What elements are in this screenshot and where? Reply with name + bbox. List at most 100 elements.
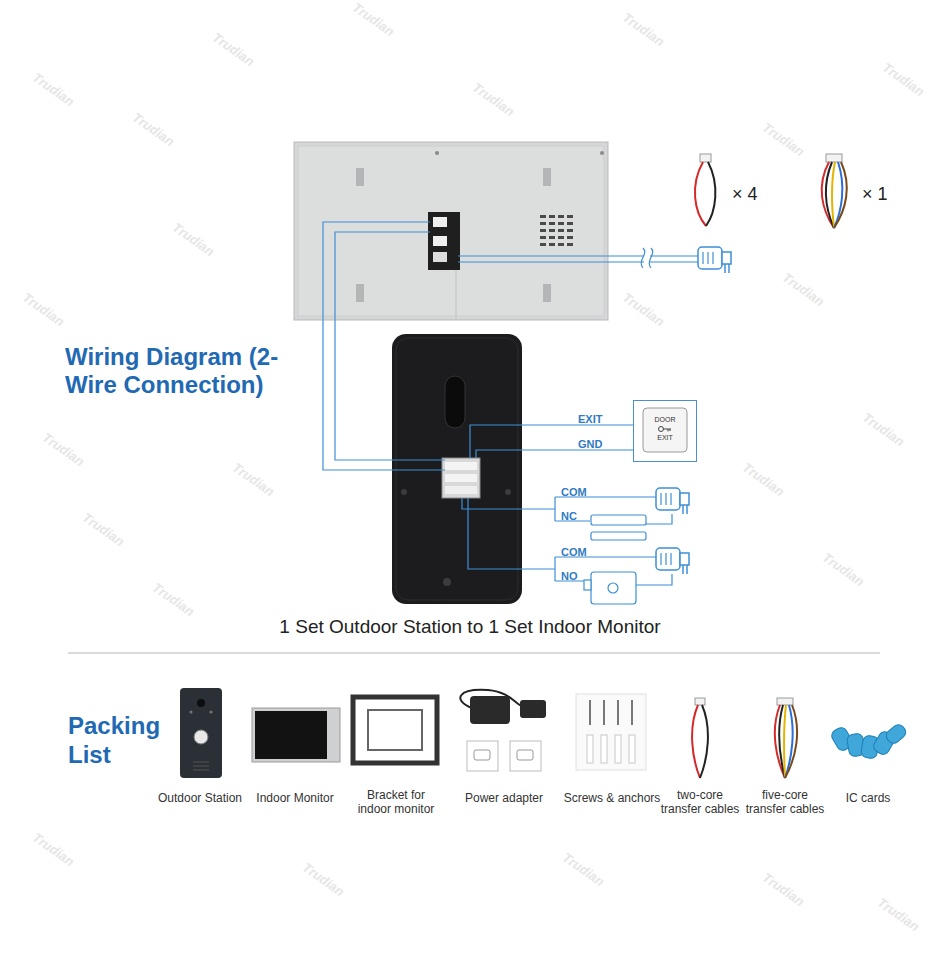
screws-picture — [589, 700, 591, 725]
screws-picture — [603, 700, 605, 725]
speaker-vent — [540, 215, 546, 218]
watermark-wrap: Trudian — [559, 848, 608, 890]
electric-lock — [591, 572, 636, 604]
watermark: Trudian — [860, 410, 906, 448]
bracket-picture — [353, 697, 437, 763]
signal-name: COM — [561, 486, 587, 499]
part-name: Indoor Monitor — [256, 791, 333, 805]
screws-picture — [615, 735, 621, 763]
watermark: Trudian — [170, 220, 216, 258]
indoor-monitor-picture — [252, 708, 340, 762]
part-name-wrap: IC cards — [833, 788, 903, 806]
signal-name-wrap: GND — [578, 434, 602, 452]
outdoor-station-back — [445, 462, 477, 470]
indoor-monitor-back — [356, 168, 364, 186]
two-core-cable-picture — [692, 698, 708, 778]
divider-line — [68, 653, 880, 654]
screws-picture — [576, 694, 646, 770]
watermark-wrap: Trudian — [169, 218, 218, 260]
outdoor-station-back — [392, 334, 522, 604]
wiring — [458, 261, 644, 262]
part-name: five-core transfer cables — [743, 788, 827, 817]
ic-cards-picture — [884, 722, 908, 746]
wiring — [554, 497, 555, 521]
five-core-cable-picture — [779, 705, 785, 778]
section-heading: Packing List — [68, 712, 178, 770]
part-name: Bracket for indoor monitor — [354, 788, 438, 817]
caption-wrap: 1 Set Outdoor Station to 1 Set Indoor Mo… — [150, 616, 790, 639]
outdoor-station-back — [401, 489, 407, 495]
illustration — [656, 548, 689, 574]
power-adapter-picture — [517, 750, 533, 760]
part-name: Power adapter — [465, 791, 543, 805]
bracket-picture — [358, 728, 362, 732]
speaker-vent — [567, 222, 573, 225]
part-name-wrap: Screws & anchors — [560, 788, 664, 806]
five-core-cable-picture — [784, 705, 786, 778]
watermark-wrap: Trudian — [759, 118, 808, 160]
signal-name: NC — [561, 510, 577, 523]
speaker-vent — [549, 229, 555, 232]
watermark: Trudian — [780, 270, 826, 308]
outdoor-station-picture — [180, 688, 222, 778]
signal-name: GND — [578, 438, 602, 451]
part-name-wrap: Outdoor Station — [150, 788, 250, 806]
indoor-monitor-back — [294, 142, 608, 320]
wiring — [323, 222, 700, 585]
wiring — [335, 232, 445, 460]
speaker-vent — [549, 215, 555, 218]
bracket-picture — [368, 710, 422, 750]
part-name-wrap: five-core transfer cables — [743, 788, 827, 817]
power-adapter-picture — [470, 696, 510, 724]
five-core-cable-picture — [785, 705, 793, 778]
watermark: Trudian — [80, 510, 126, 548]
signal-name-wrap: COM — [561, 482, 587, 500]
watermark-wrap: Trudian — [619, 8, 668, 50]
five-core-cable-picture — [775, 705, 785, 778]
watermark: Trudian — [470, 80, 516, 118]
watermark: Trudian — [620, 10, 666, 48]
wiring — [649, 248, 652, 268]
watermark-wrap: Trudian — [469, 78, 518, 120]
watermark: Trudian — [620, 290, 666, 328]
section-heading-wrap: Packing List — [68, 712, 178, 770]
key-symbol — [655, 424, 675, 434]
outdoor-station-picture — [180, 688, 222, 778]
indoor-monitor-back — [433, 217, 447, 227]
speaker-vent — [567, 243, 573, 246]
wiring — [470, 425, 633, 458]
wiring — [641, 248, 644, 268]
button-plate — [634, 401, 696, 461]
quantity-label-wrap: × 4 — [732, 185, 758, 205]
key-symbol — [659, 426, 664, 431]
signal-name-wrap: NO — [561, 566, 578, 584]
power-adapter-picture — [460, 690, 546, 771]
speaker-vent — [567, 215, 573, 218]
outdoor-station-back — [505, 489, 511, 495]
indoor-monitor-back — [543, 284, 551, 302]
speaker-vent — [540, 236, 546, 239]
indoor-monitor-back — [543, 168, 551, 186]
indoor-monitor-back — [433, 252, 447, 262]
watermark-wrap: Trudian — [859, 408, 908, 450]
quantity-label-wrap: × 1 — [862, 185, 888, 205]
speaker-vent — [549, 222, 555, 225]
watermark: Trudian — [150, 580, 196, 618]
bracket-picture — [353, 697, 437, 763]
watermark-wrap: Trudian — [619, 288, 668, 330]
screws-picture — [617, 700, 619, 725]
speaker-vent — [567, 229, 573, 232]
outdoor-station-back — [445, 474, 477, 482]
wiring — [476, 450, 633, 458]
watermark-wrap: Trudian — [29, 828, 78, 870]
watermark-wrap: Trudian — [29, 68, 78, 110]
outdoor-station-picture — [194, 730, 208, 744]
screws-picture — [631, 700, 633, 725]
watermark: Trudian — [560, 850, 606, 888]
watermark: Trudian — [30, 70, 76, 108]
part-name: IC cards — [846, 791, 891, 805]
watermark: Trudian — [20, 290, 66, 328]
ic-cards-picture — [830, 722, 909, 759]
watermark-wrap: Trudian — [879, 58, 928, 100]
screws-picture — [601, 735, 607, 763]
